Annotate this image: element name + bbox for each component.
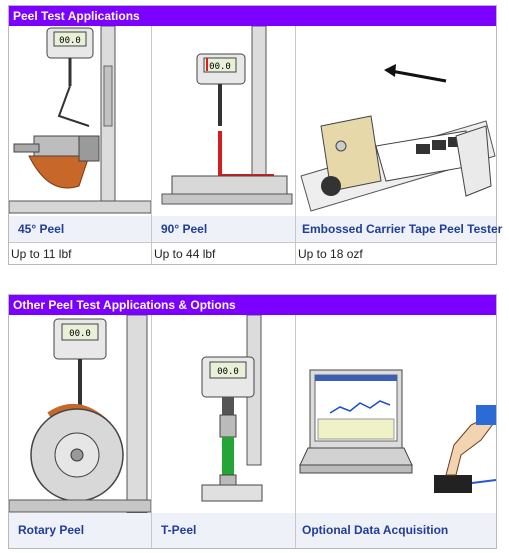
t-peel-illustration: 00.0 [152, 315, 295, 513]
rotary-peel-illustration: 00.0 [9, 315, 151, 513]
capacity-spec: Up to 18 ozf [296, 242, 496, 264]
product-cell-data-acquisition[interactable]: Optional Data Acquisition [296, 315, 496, 548]
product-name[interactable]: Optional Data Acquisition [296, 513, 496, 548]
90-peel-illustration: 00.0 [152, 26, 295, 216]
gauge-readout: 00.0 [209, 62, 231, 72]
carrier-tape-tester-illustration [296, 26, 496, 216]
peel-test-applications-panel: Peel Test Applications 00.0 [8, 5, 502, 265]
product-name[interactable]: Rotary Peel [9, 513, 151, 548]
product-cell-rotary-peel[interactable]: 00.0 Rotary Peel [9, 315, 152, 548]
capacity-spec: Up to 11 lbf [9, 242, 151, 264]
data-acquisition-illustration [296, 315, 496, 513]
product-cell-45-peel[interactable]: 00.0 45° Peel Up to 11 lbf [9, 26, 152, 264]
product-cell-embossed-carrier-tape[interactable]: Embossed Carrier Tape Peel Tester Up to … [296, 26, 502, 264]
product-name[interactable]: Embossed Carrier Tape Peel Tester [296, 216, 502, 242]
45-peel-illustration: 00.0 [9, 26, 151, 216]
capacity-spec: Up to 44 lbf [152, 242, 295, 264]
gauge-readout: 00.0 [69, 329, 91, 339]
product-cell-90-peel[interactable]: 00.0 90° Peel Up to 44 lbf [152, 26, 296, 264]
section-header: Other Peel Test Applications & Options [9, 295, 496, 315]
product-name[interactable]: T-Peel [152, 513, 295, 548]
gauge-readout: 00.0 [59, 36, 81, 46]
section-header: Peel Test Applications [9, 6, 496, 26]
product-name[interactable]: 90° Peel [152, 216, 295, 242]
other-peel-test-applications-panel: Other Peel Test Applications & Options 0… [8, 294, 497, 549]
product-cell-t-peel[interactable]: 00.0 T-Peel [152, 315, 296, 548]
product-name[interactable]: 45° Peel [9, 216, 151, 242]
gauge-readout: 00.0 [217, 367, 239, 377]
